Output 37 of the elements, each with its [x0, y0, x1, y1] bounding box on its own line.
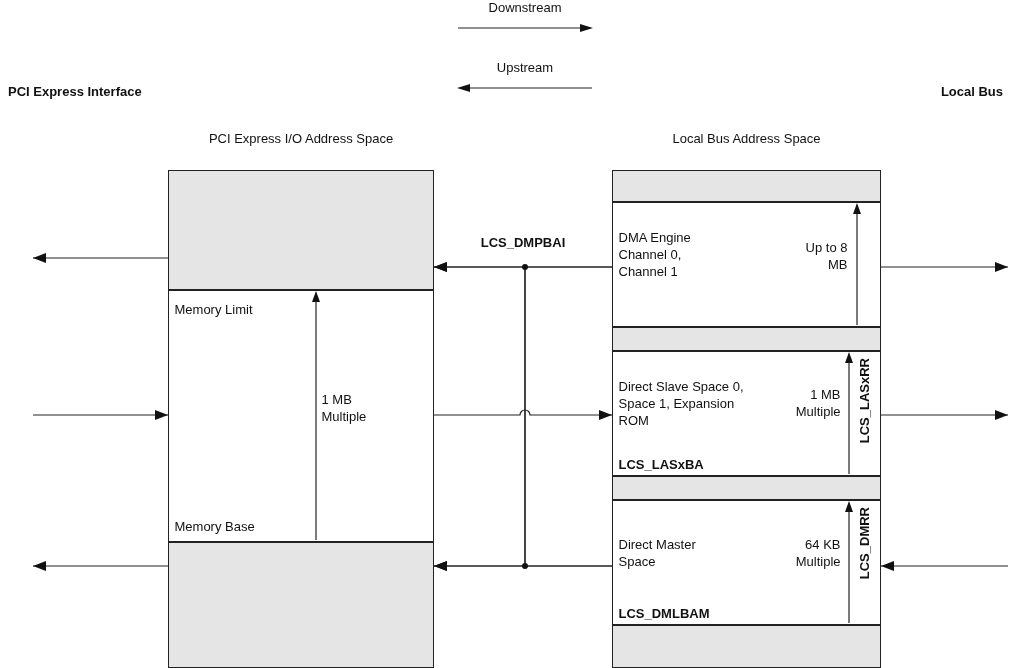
register-name: LCS_LASxRR — [855, 358, 873, 444]
memory-region — [611, 202, 881, 327]
region-label: Direct Master Space — [618, 536, 697, 570]
size-label: 1 MB Multiple — [321, 391, 368, 425]
region-label: DMA Engine Channel 0, Channel 1 — [618, 229, 692, 280]
interface-heading: Local Bus — [940, 84, 1003, 99]
register-name: LCS_DMLBAM — [618, 605, 710, 622]
arrow — [32, 561, 169, 571]
reserved-region — [167, 170, 434, 290]
arrow — [32, 410, 169, 420]
memory-region — [611, 351, 881, 476]
arrow — [880, 262, 1009, 272]
column-heading: PCI Express I/O Address Space — [207, 130, 395, 147]
register-name: LCS_LASxBA — [618, 456, 704, 473]
region-label: Memory Base — [174, 518, 255, 535]
arrow — [880, 561, 1009, 571]
reserved-region — [611, 170, 881, 202]
size-label: 64 KB Multiple — [794, 536, 841, 570]
legend-label: Upstream — [495, 60, 555, 75]
legend-label: Downstream — [487, 0, 563, 15]
register-name: LCS_DMRR — [855, 507, 873, 580]
arrow — [32, 253, 169, 263]
size-label: 1 MB Multiple — [794, 386, 841, 420]
column-heading: Local Bus Address Space — [671, 130, 822, 147]
region-label: Direct Slave Space 0, Space 1, Expansion ROM — [618, 378, 744, 429]
memory-window — [167, 290, 434, 542]
memory-region — [611, 500, 881, 625]
reserved-region — [611, 625, 881, 668]
reserved-region — [167, 542, 434, 668]
arrow — [880, 410, 1009, 420]
size-label: Up to 8 MB — [804, 239, 848, 273]
arrow — [433, 409, 613, 420]
reserved-region — [611, 327, 881, 351]
interface-heading: PCI Express Interface — [8, 84, 142, 99]
region-label: Memory Limit — [174, 301, 253, 318]
reserved-region — [611, 476, 881, 500]
arrow — [433, 561, 613, 571]
